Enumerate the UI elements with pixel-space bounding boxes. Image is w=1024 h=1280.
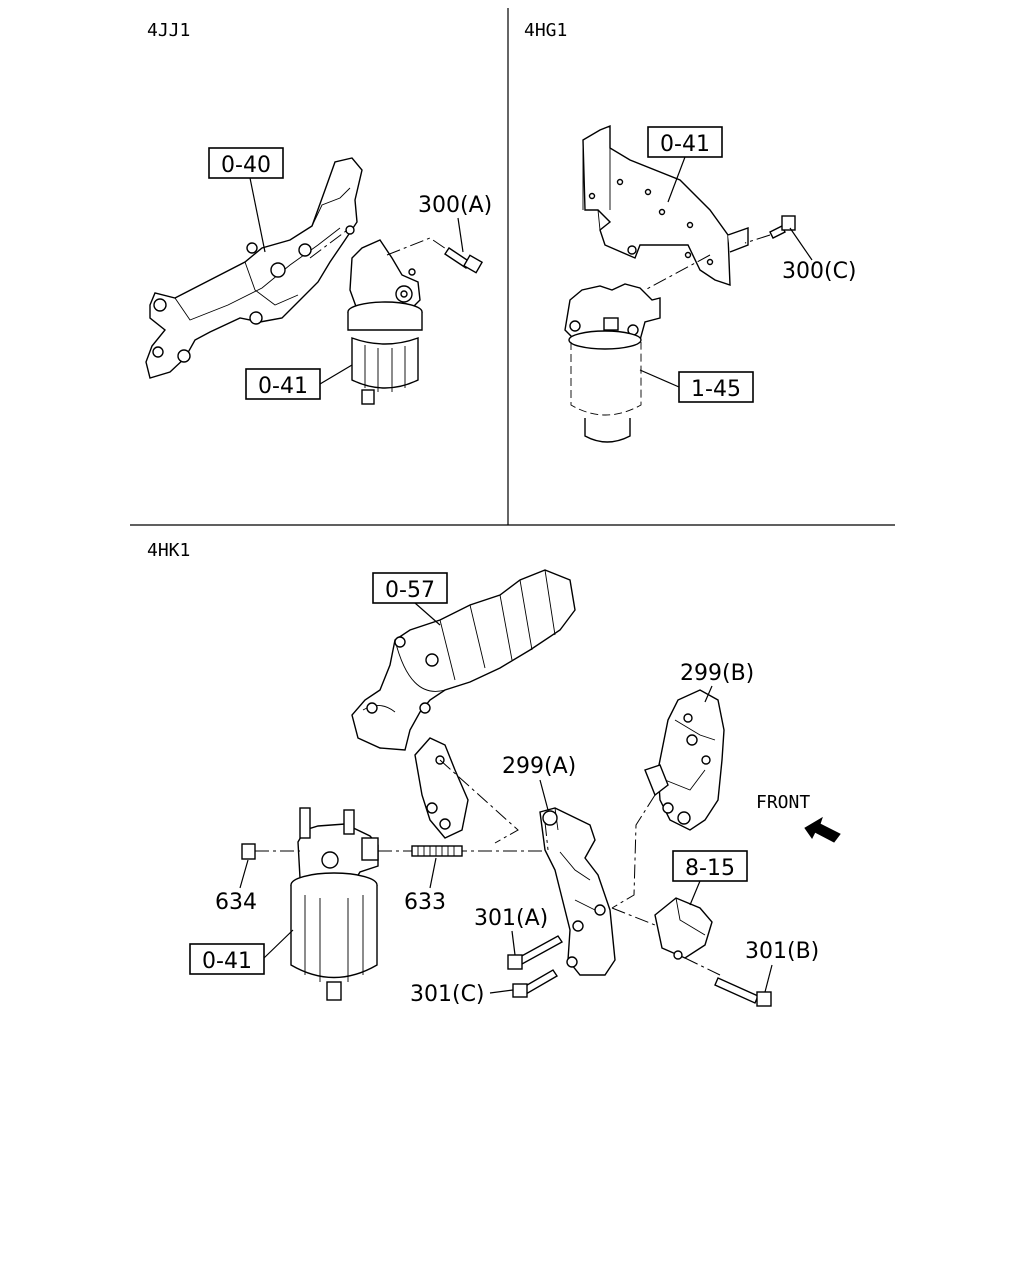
hg-label-filter: 1-45 [639,369,754,403]
hk-shield-drawing [611,897,721,976]
hk-bracket-a-drawing [539,807,616,976]
hk-label-stud: 633 [404,857,446,915]
hk-turbo-drawing [351,569,576,844]
svg-text:301(A): 301(A) [474,906,548,931]
hg-bracket-drawing [582,124,749,286]
svg-text:633: 633 [404,890,446,915]
hk-bolt-c-drawing [512,969,558,998]
svg-text:1-45: 1-45 [691,377,741,402]
hg-label-bracket: 0-41 [647,126,723,203]
hk-label-filter: 0-41 [189,929,294,975]
svg-text:299(A): 299(A) [502,754,576,779]
jj-label-bracket: 0-40 [208,147,284,253]
hk-label-bracket-b: 299(B) [680,661,754,703]
svg-text:0-41: 0-41 [660,132,710,157]
hg-filter-drawing [564,283,661,443]
jj-bracket-drawing [145,157,363,379]
hk-label-bracket-a: 299(A) [502,754,576,811]
front-arrow-icon [804,816,841,843]
hk-label-shield: 8-15 [672,850,748,906]
hg-bolt-drawing [644,215,796,291]
hk-filter-drawing [255,807,545,1001]
jj-label-bolt: 300(A) [418,193,492,253]
jj-label-filter: 0-41 [245,364,353,400]
hk-label-nut: 634 [215,859,257,915]
svg-text:301(C): 301(C) [410,982,485,1007]
hk-label-bolt-b: 301(B) [745,939,819,993]
hk-bolt-b-drawing [714,977,772,1007]
jj-bolt-drawing [444,247,484,274]
jj-filter-drawing [347,237,456,405]
svg-text:8-15: 8-15 [685,856,735,881]
hk-label-turbo: 0-57 [372,572,448,626]
svg-text:300(C): 300(C) [782,259,857,284]
section-title-4jj1: 4JJ1 [147,20,190,41]
svg-text:0-57: 0-57 [385,578,435,603]
hk-nut-drawing [241,843,256,860]
hk-bolt-a-drawing [507,935,564,970]
svg-text:0-40: 0-40 [221,153,271,178]
svg-text:301(B): 301(B) [745,939,819,964]
front-label: FRONT [756,792,810,813]
section-title-4hg1: 4HG1 [524,20,567,41]
svg-text:0-41: 0-41 [258,374,308,399]
hg-label-bolt: 300(C) [782,227,857,284]
hk-bracket-b-drawing [611,689,725,909]
hk-stud-drawing [411,845,463,857]
svg-text:0-41: 0-41 [202,949,252,974]
svg-text:299(B): 299(B) [680,661,754,686]
hk-label-bolt-c: 301(C) [410,982,514,1007]
section-title-4hk1: 4HK1 [147,540,190,561]
hk-label-bolt-a: 301(A) [474,906,548,956]
svg-text:634: 634 [215,890,257,915]
svg-text:300(A): 300(A) [418,193,492,218]
